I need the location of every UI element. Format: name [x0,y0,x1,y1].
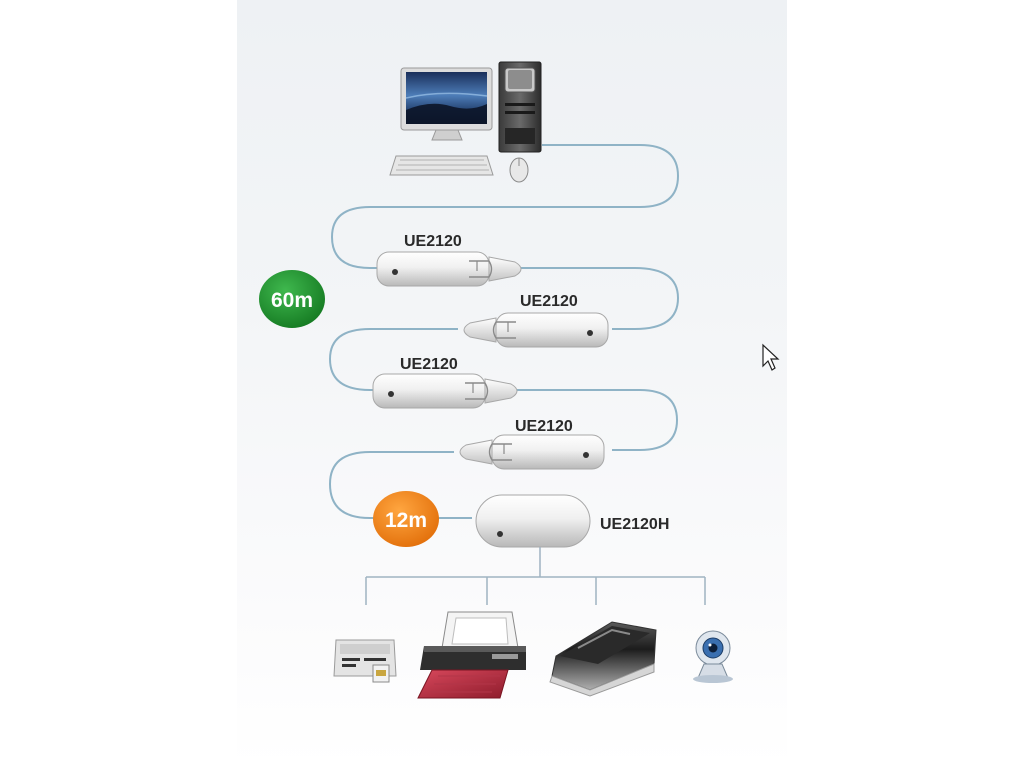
extender-3: UE2120 [372,356,518,409]
extender-1-label: UE2120 [404,233,462,250]
webcam-icon [693,630,733,683]
hub: UE2120H [475,494,669,548]
card-reader-icon [333,639,397,683]
extender-1: UE2120 [376,233,522,287]
extender-4: UE2120 [459,418,605,470]
extender-2-label: UE2120 [520,293,578,310]
extender-3-label: UE2120 [400,356,458,373]
distance-12m-label: 12m [385,509,427,532]
printer-icon [417,611,526,699]
distance-60m-label: 60m [271,289,313,312]
distance-badge-12m: 12m [373,491,439,547]
distance-badge-60m: 60m [259,270,325,328]
scanner-icon [549,621,657,697]
hub-label: UE2120H [600,516,669,533]
extender-2: UE2120 [463,293,609,348]
computer-icon [389,61,542,183]
device-tree-lines [365,547,706,605]
extender-4-label: UE2120 [515,418,573,435]
mouse-cursor-icon [762,343,780,371]
